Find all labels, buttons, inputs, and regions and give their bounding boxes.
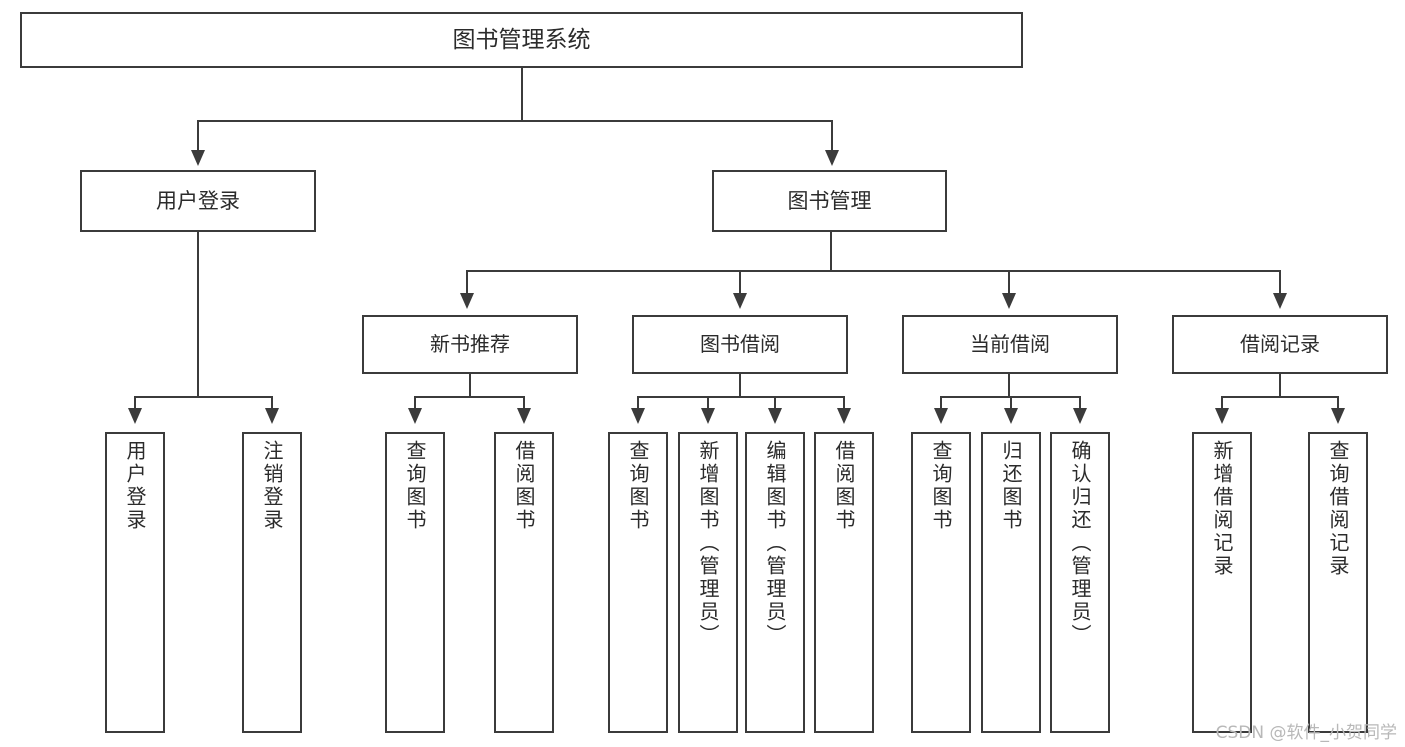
leaf-book-borrow-edit-label: 编辑图书（管理员） — [763, 440, 787, 647]
connector-newbook-bus — [414, 396, 524, 398]
arrow-icon-currentborrow-3 — [1073, 408, 1087, 424]
node-new-book-recommend[interactable]: 新书推荐 — [362, 315, 578, 374]
leaf-book-borrow-edit[interactable]: 编辑图书（管理员） — [745, 432, 805, 733]
arrow-icon-newbook-1 — [408, 408, 422, 424]
connector-newbook-drop-2 — [523, 396, 525, 412]
arrow-icon-bookborrow-2 — [701, 408, 715, 424]
leaf-current-borrow-confirm[interactable]: 确认归还（管理员） — [1050, 432, 1110, 733]
leaf-new-book-query[interactable]: 查询图书 — [385, 432, 445, 733]
arrow-icon-borrowrecords-2 — [1331, 408, 1345, 424]
node-borrow-records-label: 借阅记录 — [1240, 332, 1320, 356]
arrow-icon-root-1 — [191, 150, 205, 166]
leaf-borrow-records-add-label: 新增借阅记录 — [1210, 440, 1234, 578]
connector-borrowrecords-drop-1 — [1221, 396, 1223, 412]
node-book-management[interactable]: 图书管理 — [712, 170, 947, 232]
leaf-book-borrow-add-label: 新增图书（管理员） — [696, 440, 720, 647]
leaf-current-borrow-return[interactable]: 归还图书 — [981, 432, 1041, 733]
leaf-current-borrow-return-label: 归还图书 — [999, 440, 1023, 532]
arrow-icon-borrowrecords-1 — [1215, 408, 1229, 424]
leaf-user-login-login[interactable]: 用户登录 — [105, 432, 165, 733]
connector-bookborrow-drop-4 — [843, 396, 845, 412]
arrow-icon-bookmgmt-4 — [1273, 293, 1287, 309]
connector-currentborrow-drop-1 — [940, 396, 942, 412]
leaf-current-borrow-query[interactable]: 查询图书 — [911, 432, 971, 733]
leaf-current-borrow-query-label: 查询图书 — [929, 440, 953, 532]
leaf-user-login-logout-label: 注销登录 — [260, 440, 284, 532]
leaf-user-login-logout[interactable]: 注销登录 — [242, 432, 302, 733]
connector-bookmgmt-drop-4 — [1279, 270, 1281, 296]
connector-bookborrow-drop-2 — [707, 396, 709, 412]
arrow-icon-currentborrow-1 — [934, 408, 948, 424]
arrow-icon-userlogin-1 — [128, 408, 142, 424]
node-book-management-label: 图书管理 — [787, 188, 872, 213]
connector-currentborrow-drop-3 — [1079, 396, 1081, 412]
leaf-new-book-borrow[interactable]: 借阅图书 — [494, 432, 554, 733]
connector-bookmgmt-drop-2 — [739, 270, 741, 296]
connector-bookmgmt-stem — [830, 232, 832, 270]
node-current-borrow-label: 当前借阅 — [970, 332, 1050, 356]
connector-borrowrecords-stem — [1279, 374, 1281, 396]
leaf-new-book-borrow-label: 借阅图书 — [512, 440, 536, 532]
connector-bookmgmt-drop-3 — [1008, 270, 1010, 296]
leaf-borrow-records-add[interactable]: 新增借阅记录 — [1192, 432, 1252, 733]
connector-bookborrow-drop-3 — [774, 396, 776, 412]
connector-currentborrow-drop-2 — [1010, 396, 1012, 412]
leaf-book-borrow-borrow[interactable]: 借阅图书 — [814, 432, 874, 733]
node-root[interactable]: 图书管理系统 — [20, 12, 1023, 68]
connector-currentborrow-stem — [1008, 374, 1010, 396]
arrow-icon-bookmgmt-3 — [1002, 293, 1016, 309]
leaf-new-book-query-label: 查询图书 — [403, 440, 427, 532]
arrow-icon-bookborrow-3 — [768, 408, 782, 424]
leaf-book-borrow-borrow-label: 借阅图书 — [832, 440, 856, 532]
node-borrow-records[interactable]: 借阅记录 — [1172, 315, 1388, 374]
node-new-book-recommend-label: 新书推荐 — [430, 332, 510, 356]
arrow-icon-bookborrow-4 — [837, 408, 851, 424]
leaf-current-borrow-confirm-label: 确认归还（管理员） — [1068, 440, 1092, 647]
connector-borrowrecords-drop-2 — [1337, 396, 1339, 412]
arrow-icon-currentborrow-2 — [1004, 408, 1018, 424]
arrow-icon-bookborrow-1 — [631, 408, 645, 424]
node-user-login[interactable]: 用户登录 — [80, 170, 316, 232]
connector-bookborrow-bus — [637, 396, 845, 398]
leaf-user-login-login-label: 用户登录 — [123, 440, 147, 532]
connector-bookborrow-stem — [739, 374, 741, 396]
node-current-borrow[interactable]: 当前借阅 — [902, 315, 1118, 374]
connector-userlogin-drop-1 — [134, 396, 136, 412]
leaf-book-borrow-query-label: 查询图书 — [626, 440, 650, 532]
connector-bookmgmt-bus — [466, 270, 1280, 272]
connector-newbook-drop-1 — [414, 396, 416, 412]
connector-root-drop-2 — [831, 120, 833, 152]
connector-borrowrecords-bus — [1221, 396, 1338, 398]
connector-bookborrow-drop-1 — [637, 396, 639, 412]
connector-root-drop-1 — [197, 120, 199, 152]
leaf-book-borrow-query[interactable]: 查询图书 — [608, 432, 668, 733]
node-book-borrow[interactable]: 图书借阅 — [632, 315, 848, 374]
connector-bookmgmt-drop-1 — [466, 270, 468, 296]
leaf-borrow-records-query-label: 查询借阅记录 — [1326, 440, 1350, 578]
arrow-icon-bookmgmt-1 — [460, 293, 474, 309]
connector-userlogin-stem — [197, 232, 199, 396]
arrow-icon-newbook-2 — [517, 408, 531, 424]
node-user-login-label: 用户登录 — [156, 188, 240, 213]
arrow-icon-bookmgmt-2 — [733, 293, 747, 309]
leaf-book-borrow-add[interactable]: 新增图书（管理员） — [678, 432, 738, 733]
leaf-borrow-records-query[interactable]: 查询借阅记录 — [1308, 432, 1368, 733]
arrow-icon-userlogin-2 — [265, 408, 279, 424]
connector-newbook-stem — [469, 374, 471, 396]
connector-userlogin-drop-2 — [271, 396, 273, 412]
connector-userlogin-bus — [134, 396, 272, 398]
connector-root-bus — [197, 120, 833, 122]
connector-root-stem — [521, 68, 523, 120]
node-book-borrow-label: 图书借阅 — [700, 332, 780, 356]
arrow-icon-root-2 — [825, 150, 839, 166]
node-root-label: 图书管理系统 — [452, 26, 591, 53]
